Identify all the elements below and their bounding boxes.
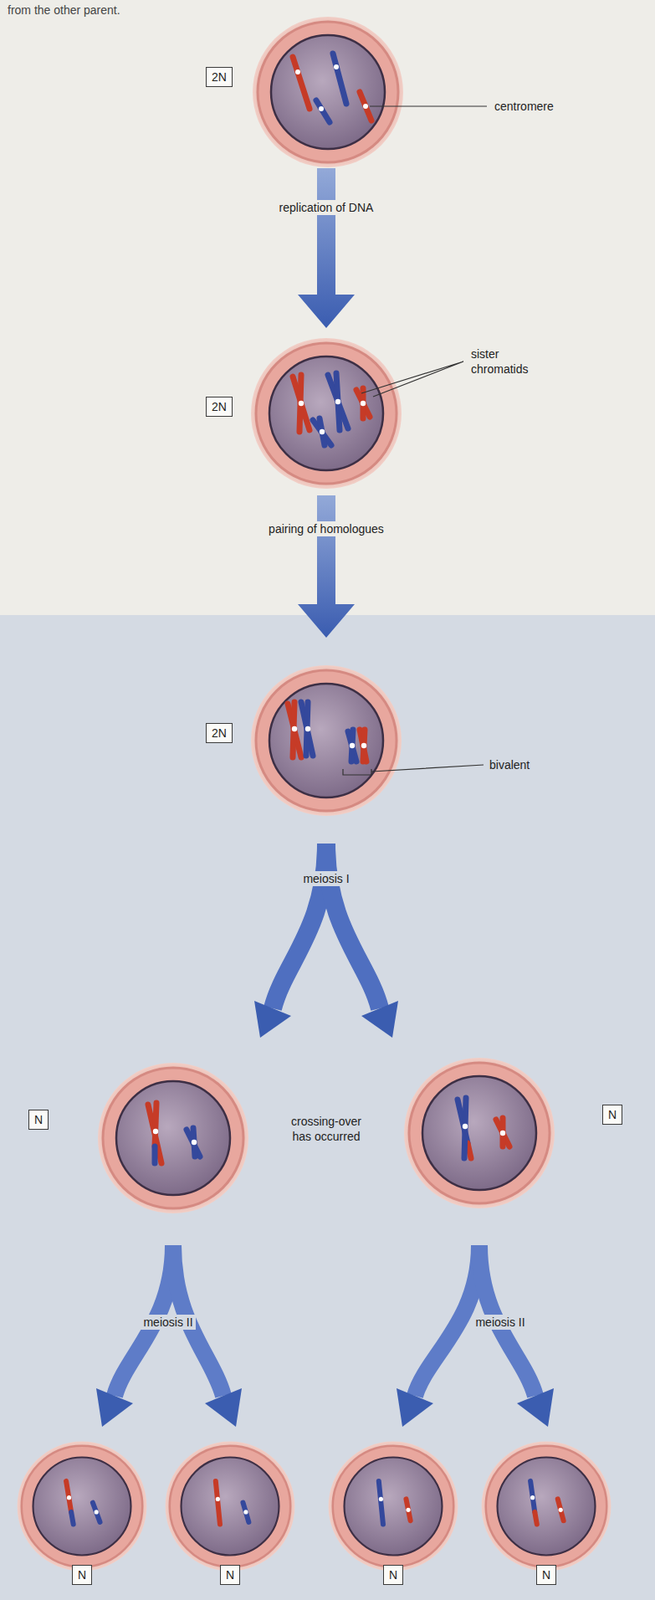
split-arrow: [254, 843, 399, 1038]
split-arrow: [396, 1244, 554, 1427]
cell: [481, 1441, 612, 1571]
cell: [250, 337, 402, 489]
callout-label: sister chromatids: [468, 346, 544, 377]
ploidy-label: N: [77, 1566, 87, 1582]
page-ground: [0, 0, 655, 615]
ploidy-box: N: [383, 1564, 404, 1585]
note-label: crossing-over has occurred: [281, 1113, 371, 1144]
step-label: replication of DNA: [276, 199, 377, 215]
ploidy-box: N: [28, 1109, 49, 1130]
cell: [165, 1441, 296, 1571]
panel-ground: [0, 614, 655, 1600]
ploidy-label: 2N: [211, 725, 227, 741]
callout-label: centromere: [491, 98, 557, 114]
step-label: pairing of homologues: [266, 521, 387, 537]
ploidy-box: 2N: [205, 396, 233, 417]
ploidy-label: N: [542, 1566, 551, 1582]
ploidy-box: N: [71, 1564, 93, 1585]
ploidy-label: N: [225, 1566, 235, 1582]
ploidy-box: N: [602, 1104, 623, 1125]
split-arrow: [96, 1244, 242, 1427]
bivalent-bracket: [342, 764, 484, 775]
cell: [97, 1062, 249, 1213]
ploidy-label: N: [608, 1106, 617, 1122]
ploidy-box: 2N: [205, 66, 233, 87]
ploidy-box: N: [220, 1564, 241, 1585]
ploidy-box: N: [536, 1564, 557, 1585]
callout-label: bivalent: [486, 757, 533, 773]
ploidy-label: 2N: [211, 69, 227, 85]
leader-line: [369, 105, 487, 107]
cell: [252, 16, 404, 168]
ploidy-label: 2N: [211, 399, 227, 415]
ploidy-label: N: [34, 1111, 43, 1127]
step-label: meiosis II: [472, 1314, 528, 1330]
ploidy-box: 2N: [205, 722, 233, 743]
step-label: meiosis II: [140, 1314, 195, 1330]
ploidy-label: N: [388, 1566, 398, 1582]
leader-line: [361, 361, 464, 397]
caption-fragment: from the other parent.: [5, 2, 123, 18]
cell: [250, 665, 402, 816]
cell: [404, 1057, 555, 1208]
cell: [328, 1441, 459, 1571]
arrow: [297, 495, 355, 638]
step-label: meiosis I: [300, 870, 352, 886]
cell: [17, 1441, 148, 1571]
arrow: [297, 168, 355, 328]
